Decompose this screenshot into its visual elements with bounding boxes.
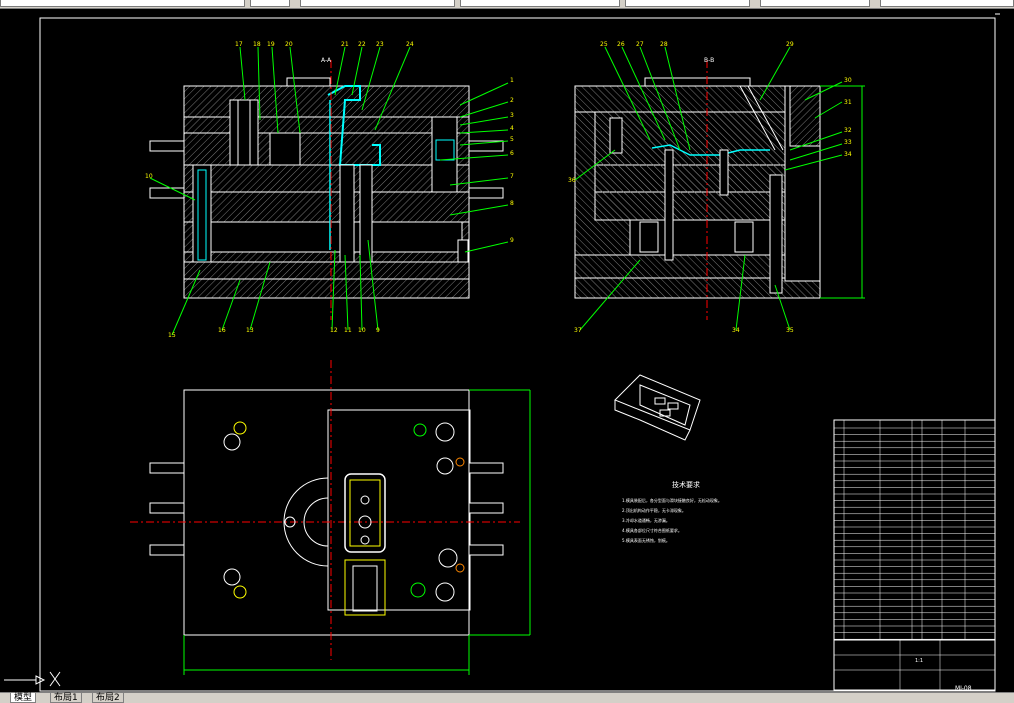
svg-text:37: 37 xyxy=(574,327,582,334)
svg-text:29: 29 xyxy=(786,41,794,48)
svg-text:16: 16 xyxy=(218,327,226,334)
svg-text:4: 4 xyxy=(510,125,514,132)
svg-text:18: 18 xyxy=(253,41,261,48)
toolbar-tab-1[interactable] xyxy=(0,0,245,7)
title-block: MJ-08 1:1 xyxy=(833,419,996,692)
svg-text:A-A: A-A xyxy=(321,57,332,64)
toolbar-tab-4[interactable] xyxy=(460,0,620,7)
svg-text:5: 5 xyxy=(510,136,514,143)
svg-text:7: 7 xyxy=(510,173,514,180)
drawing-scale: 1:1 xyxy=(915,658,923,664)
svg-text:33: 33 xyxy=(844,139,852,146)
svg-text:11: 11 xyxy=(344,327,352,334)
tech-title: 技术要求 xyxy=(672,480,700,489)
svg-text:8: 8 xyxy=(510,200,514,207)
ucs-icon xyxy=(4,671,61,687)
toolbar-tab-5[interactable] xyxy=(625,0,750,7)
svg-text:10: 10 xyxy=(358,327,366,334)
svg-text:9: 9 xyxy=(376,327,380,334)
toolbar-tab-2[interactable] xyxy=(250,0,290,7)
svg-text:23: 23 xyxy=(376,41,384,48)
drawing-frame xyxy=(39,17,996,692)
svg-text:15: 15 xyxy=(168,332,176,339)
svg-text:B-B: B-B xyxy=(704,57,714,64)
svg-text:26: 26 xyxy=(617,41,625,48)
svg-text:34: 34 xyxy=(844,151,852,158)
svg-text:19: 19 xyxy=(267,41,275,48)
tech-line-5: 5.模具表面无锈蚀，划痕。 xyxy=(622,537,670,543)
drawing-number: MJ-08 xyxy=(955,685,972,692)
svg-text:35: 35 xyxy=(786,327,794,334)
section-view-a-a xyxy=(149,46,509,336)
tech-line-1: 1.模具装配后，各分型面与滑块接触良好，无松动现象。 xyxy=(622,497,722,503)
part-numbers-right: 25 26 27 28 B-B 29 30 31 32 33 34 36 37 34 35 xyxy=(568,41,852,334)
plan-view xyxy=(130,360,531,675)
toolbar-tab-7[interactable] xyxy=(880,0,1014,7)
svg-text:20: 20 xyxy=(285,41,293,48)
svg-text:32: 32 xyxy=(844,127,852,134)
svg-text:36: 36 xyxy=(568,177,576,184)
svg-text:2: 2 xyxy=(510,97,514,104)
section-view-b-b xyxy=(574,46,865,331)
svg-text:27: 27 xyxy=(636,41,644,48)
svg-text:22: 22 xyxy=(358,41,366,48)
svg-text:25: 25 xyxy=(600,41,608,48)
tech-line-3: 3.冷却水道通畅，无渗漏。 xyxy=(622,517,670,523)
svg-text:3: 3 xyxy=(510,112,514,119)
svg-text:12: 12 xyxy=(330,327,338,334)
svg-text:9: 9 xyxy=(510,237,514,244)
toolbar-tab-6[interactable] xyxy=(760,0,870,7)
svg-text:17: 17 xyxy=(235,41,243,48)
top-toolbar xyxy=(0,0,1014,9)
layout-tabs-bar: 模型 布局1 布局2 xyxy=(0,692,1014,703)
tech-line-2: 2.顶出机构动作平稳，无卡滞现象。 xyxy=(622,507,686,513)
svg-text:28: 28 xyxy=(660,41,668,48)
svg-text:10: 10 xyxy=(145,173,153,180)
svg-text:30: 30 xyxy=(844,77,852,84)
svg-text:31: 31 xyxy=(844,99,852,106)
svg-text:24: 24 xyxy=(406,41,414,48)
svg-text:21: 21 xyxy=(341,41,349,48)
toolbar-tab-3[interactable] xyxy=(300,0,455,7)
tech-line-4: 4.模具各部位尺寸符合图纸要求。 xyxy=(622,527,682,533)
svg-text:1: 1 xyxy=(510,77,514,84)
svg-text:34: 34 xyxy=(732,327,740,334)
technical-requirements: 技术要求 1.模具装配后，各分型面与滑块接触良好，无松动现象。 2.顶出机构动作… xyxy=(622,480,722,543)
svg-text:13: 13 xyxy=(246,327,254,334)
svg-text:6: 6 xyxy=(510,150,514,157)
isometric-product-view xyxy=(614,374,701,441)
